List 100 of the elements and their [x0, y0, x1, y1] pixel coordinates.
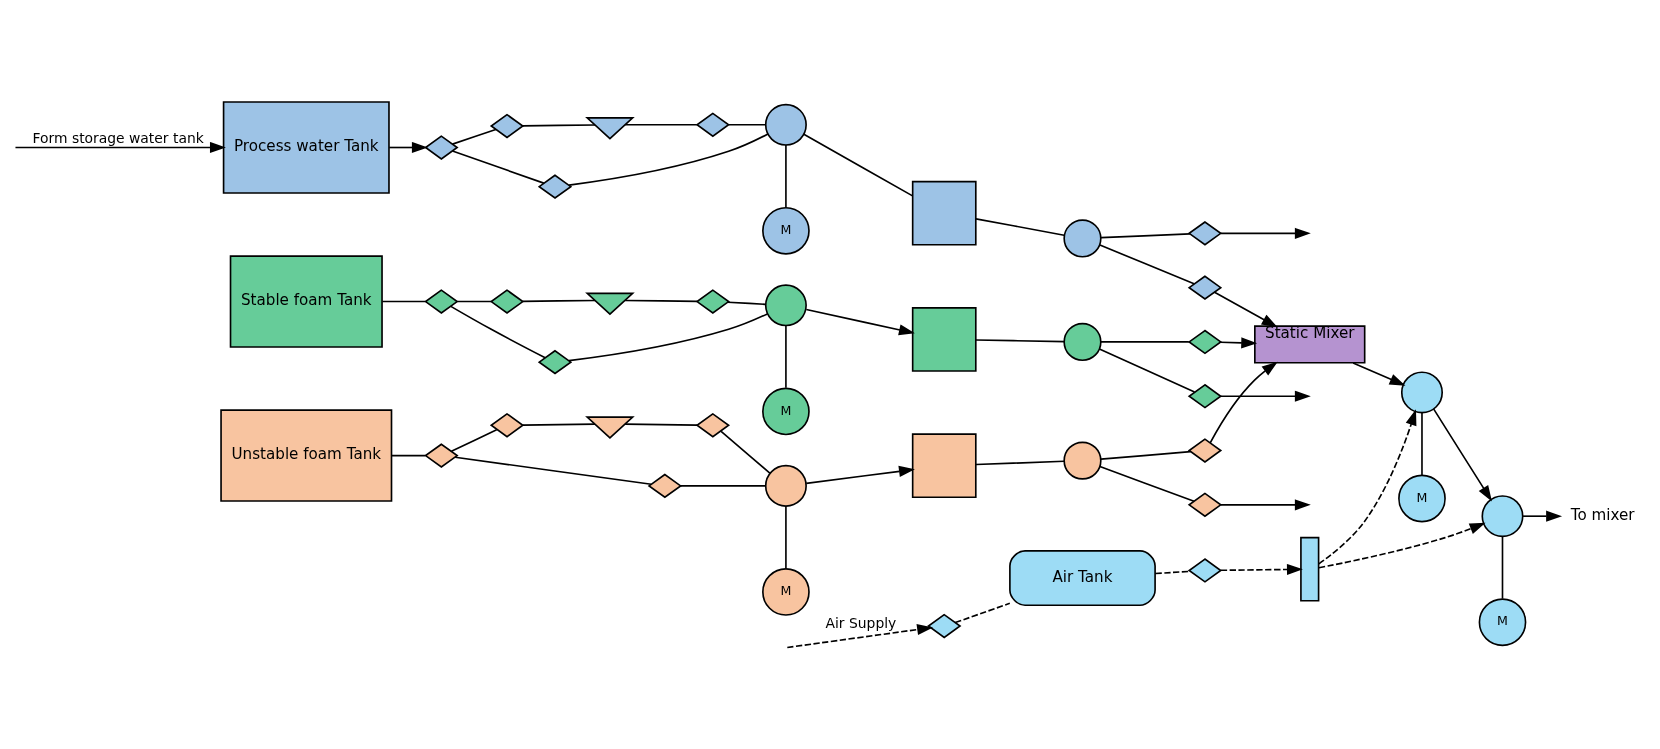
node-circle [1063, 441, 1102, 480]
node-valve [1187, 383, 1223, 409]
connector [679, 484, 767, 487]
node-valve [695, 288, 731, 314]
node-circle [1063, 322, 1102, 361]
node-box: Static Mixer [1254, 324, 1366, 364]
connector [451, 128, 497, 145]
connector [456, 300, 493, 302]
arrow [786, 623, 934, 648]
node-strainer [585, 292, 635, 315]
node-box [911, 180, 977, 246]
edge-label: Air Supply [825, 614, 897, 631]
node-valve [927, 613, 962, 638]
connector [450, 305, 547, 359]
arrow [1213, 291, 1278, 327]
connector [381, 300, 427, 302]
connector [1098, 347, 1196, 393]
connector [727, 123, 767, 126]
node-box: Unstable foam Tank [220, 408, 393, 502]
node-bar [1300, 536, 1320, 602]
node-valve [537, 349, 573, 375]
arrow [388, 141, 428, 153]
node-box: Process water Tank [222, 100, 390, 194]
connector [975, 217, 1065, 236]
connector [1099, 465, 1195, 502]
node-valve [1187, 491, 1223, 517]
node-valve [489, 288, 525, 314]
node-pump [764, 283, 807, 326]
node-text: To mixer [1570, 505, 1635, 524]
node-valve [1187, 329, 1223, 354]
node-pump [1481, 494, 1524, 537]
node-valve [489, 412, 525, 438]
node-circle: M [762, 567, 810, 616]
node-valve [424, 134, 459, 160]
node-circle [1063, 218, 1102, 258]
edge-label: Form storage water tank [32, 129, 204, 146]
arrow [1318, 522, 1486, 569]
connector [975, 338, 1065, 342]
node-circle: M [762, 206, 810, 255]
node-box: Stable foam Tank [229, 254, 383, 348]
connector [568, 132, 769, 186]
node-valve [537, 173, 573, 199]
connector [785, 143, 787, 208]
node-valve [424, 288, 459, 314]
node-box [911, 432, 977, 498]
node-valve [1187, 220, 1223, 246]
node-pump [1400, 370, 1443, 413]
arrow [1522, 510, 1563, 522]
connector [1421, 411, 1423, 476]
connector [720, 430, 771, 474]
node-strainer [585, 116, 635, 140]
node-valve [1187, 274, 1223, 300]
connector [1100, 450, 1192, 460]
connector [521, 123, 596, 127]
connector [803, 132, 914, 197]
connector [391, 454, 427, 456]
arrow [1352, 361, 1406, 386]
connector [454, 456, 653, 485]
arrow [1219, 336, 1258, 348]
connector [1100, 232, 1191, 238]
node-valve [647, 473, 683, 498]
arrow [1318, 408, 1417, 565]
connector [954, 601, 1011, 623]
arrow [1220, 563, 1303, 575]
connector [726, 300, 767, 305]
node-circle: M [762, 387, 810, 435]
connector [624, 422, 698, 426]
connector [785, 504, 787, 569]
arrow [805, 308, 915, 335]
connector [568, 312, 769, 361]
connector [1501, 535, 1504, 599]
connector [624, 299, 698, 302]
node-valve [489, 113, 525, 138]
connector [450, 428, 498, 452]
node-valve [424, 442, 459, 468]
node-valve [695, 412, 731, 438]
connector [785, 324, 787, 389]
connector [1099, 243, 1195, 284]
connector [975, 459, 1065, 465]
arrow [1220, 498, 1311, 510]
arrow [1220, 227, 1311, 239]
connector [521, 299, 596, 302]
connector [451, 149, 545, 184]
arrow [805, 465, 915, 484]
arrow [1432, 407, 1492, 501]
arrow [14, 141, 226, 153]
node-pump [764, 103, 807, 146]
node-box: Air Tank [1009, 549, 1156, 606]
node-valve [695, 111, 731, 137]
node-circle: M [1478, 597, 1527, 646]
arrow [1209, 361, 1278, 444]
connector [521, 422, 596, 426]
node-valve [1187, 437, 1223, 463]
node-valve [1187, 557, 1223, 583]
connector [1100, 340, 1190, 343]
node-circle: M [1398, 474, 1446, 522]
connector [624, 123, 698, 126]
node-strainer [585, 415, 635, 439]
node-box [911, 306, 977, 372]
arrow [1220, 390, 1311, 402]
